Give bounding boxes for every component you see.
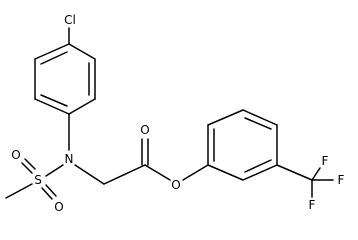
double-bond-s-o-top	[21, 162, 33, 174]
atom-label-f-bottom: F	[309, 198, 316, 212]
atom-label-o-ester: O	[171, 178, 180, 192]
atom-label-o-carbonyl: O	[140, 123, 149, 137]
bond	[242, 164, 278, 181]
double-bond-s-o-top	[24, 158, 36, 170]
double-bond-inner	[40, 94, 68, 107]
bond	[34, 98, 70, 115]
bond	[207, 164, 244, 181]
bond-carbonyl-to-o-ester	[144, 164, 171, 181]
atom-label-s: S	[34, 173, 42, 187]
atom-label-n: N	[65, 152, 74, 166]
bond	[207, 109, 244, 126]
atom-label-f-right: F	[338, 173, 345, 187]
bond	[68, 43, 96, 60]
double-bond-inner	[40, 51, 68, 65]
bond-ch2-to-carbonyl	[103, 164, 146, 185]
atom-label-cl: Cl	[64, 13, 76, 27]
chlorophenyl-ring	[34, 43, 96, 115]
bond-o-ester-to-ring	[182, 164, 209, 181]
double-bond-inner	[244, 117, 272, 130]
bond-n-to-ch2	[74, 164, 105, 185]
trifluoromethylphenyl-ring	[207, 109, 278, 181]
atom-label-o-sulfonyl-bottom: O	[54, 200, 63, 214]
atom-label-f-top: F	[322, 154, 329, 168]
bond-s-to-methyl	[5, 183, 33, 199]
atom-label-o-sulfonyl-top: O	[11, 148, 20, 162]
bond-n-to-s	[45, 164, 64, 177]
bond	[68, 98, 96, 115]
bond-c-to-f-top	[311, 167, 321, 181]
double-bond-s-o-bottom	[41, 187, 53, 200]
bond	[242, 109, 278, 126]
double-bond-s-o-bottom	[45, 184, 57, 197]
bond	[34, 43, 70, 60]
bond-ring-to-cf3	[276, 164, 313, 181]
double-bond-inner	[244, 159, 272, 173]
